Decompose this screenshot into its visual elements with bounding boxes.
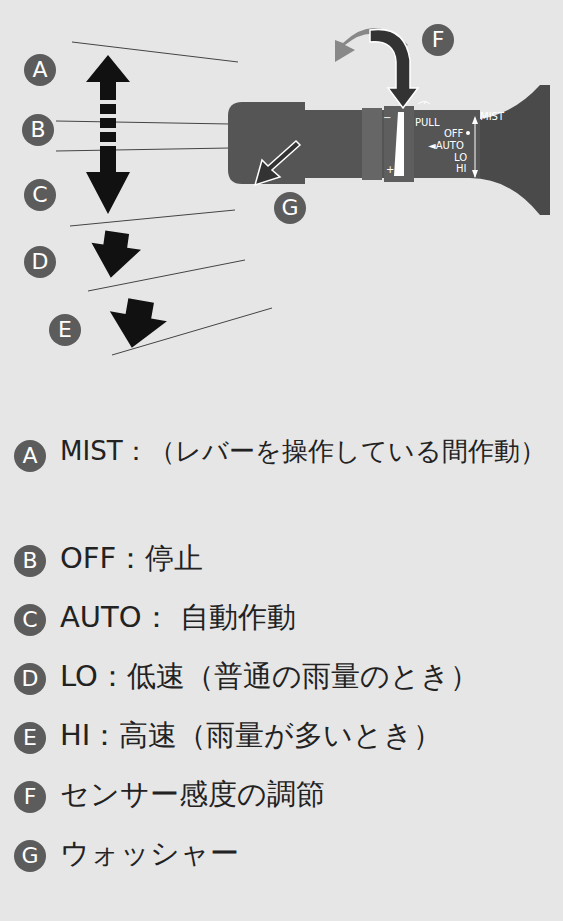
legend-text: HI：高速（雨量が多いとき） [60, 718, 442, 753]
legend-text: LO：低速（普通の雨量のとき） [60, 659, 479, 694]
callout-letter: E [14, 722, 46, 754]
lever-marking: LO [454, 153, 467, 163]
callout-letter: G [274, 192, 306, 224]
callout-letter: D [24, 246, 56, 278]
legend-text: OFF：停止 [60, 541, 203, 576]
legend-text: MIST：（レバーを操作している間作動） [60, 436, 563, 467]
callout-letter: E [49, 314, 81, 346]
legend-text: AUTO： 自動作動 [60, 600, 296, 635]
callout-letter: C [24, 179, 56, 211]
rotate-arrows [335, 28, 418, 108]
lever-marking: PULL [415, 118, 440, 128]
callout-letter: D [14, 663, 46, 695]
washer-arrow [255, 141, 300, 185]
callout-letter: A [24, 54, 56, 86]
lever-marking: + [386, 165, 394, 175]
lever [228, 85, 550, 215]
callout-letter: B [14, 545, 46, 577]
legend-text: センサー感度の調節 [60, 777, 325, 812]
lever-marking: OFF [444, 129, 463, 139]
lever-marking: ◄AUTO [428, 141, 464, 151]
callout-letter: F [422, 24, 454, 56]
callout-letter: A [14, 440, 46, 472]
callout-letter: G [14, 840, 46, 872]
leader-lines [56, 42, 272, 355]
position-arrows [86, 55, 170, 353]
legend-text: ウォッシャー [60, 836, 239, 871]
lever-marking: HI [456, 164, 466, 174]
callout-letter: C [14, 604, 46, 636]
callout-letter: B [22, 114, 54, 146]
callout-letter: F [14, 781, 46, 813]
lever-marking: − [383, 113, 391, 123]
lever-marking: MIST [480, 112, 504, 122]
